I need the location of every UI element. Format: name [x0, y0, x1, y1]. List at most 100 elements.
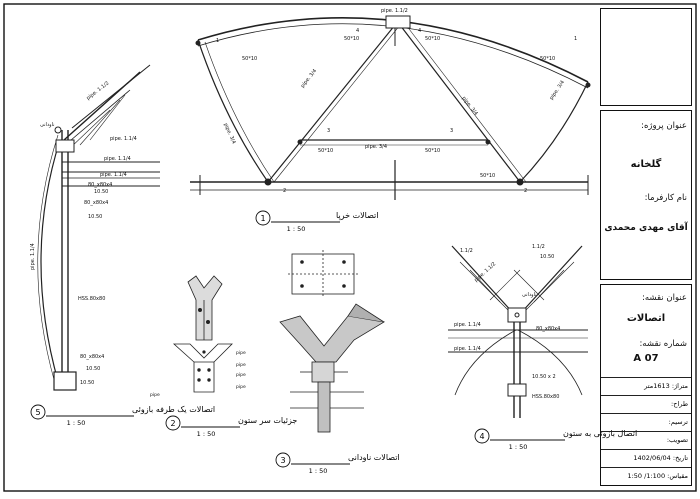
arm-plate-label: 80_x80x4 [84, 200, 108, 206]
truss-bolt-label: 4 [418, 28, 421, 34]
detail-number: 3 [280, 456, 285, 465]
truss-diag-pipe-label: pipe. 3/4 [300, 68, 318, 89]
arm-plate-label: 10.50 [94, 189, 108, 195]
caption-detail-2: 2 جزئیات سر ستون 1 : 50 [165, 415, 297, 438]
date-row: تاریخ: 1402/06/04 [601, 449, 691, 467]
detail-scale: 1 : 50 [287, 225, 306, 233]
scale-value: 1:100/ 1:50 [627, 472, 666, 480]
title-block: عنوان پروژه: گلخانه نام کارفرما: آقای مه… [600, 8, 692, 488]
caption-detail-1: 1 اتصالات خرپا 1 : 50 [255, 210, 378, 233]
title-block-project: عنوان پروژه: گلخانه نام کارفرما: آقای مه… [600, 110, 692, 280]
caption-detail-3: 3 اتصالات ناودانی 1 : 50 [275, 452, 400, 475]
truss-top-pipe-label: pipe. 1.1/2 [381, 8, 408, 14]
title-block-logo-area [600, 8, 692, 106]
sheet-number: A 07 [633, 353, 659, 364]
column-arm-labels: 1.1/2 1.1/2 10.50 pipe. 1.1/2 pipe. 1.1/… [454, 244, 560, 400]
truss-diag-pipe-label: pipe. 3/4 [549, 79, 566, 101]
drafter-label: ترسیم: [668, 418, 688, 426]
detail-scale: 1 : 50 [197, 430, 216, 438]
truss-bolt-label: 1 [216, 38, 219, 44]
arm-main-pipe-label: pipe. 1.1/4 [30, 243, 36, 270]
project-title-label: عنوان پروژه: [641, 121, 687, 131]
arm-detail [37, 64, 160, 391]
truss-plate-label: 50*10 [318, 148, 333, 154]
arm-pipe-label: pipe. 1.1/4 [100, 172, 127, 178]
col-hss-label: HSS.80x80 [532, 394, 559, 400]
col-pipe-label: pipe. 1.1/4 [454, 346, 481, 352]
detail-title: اتصالات یک طرفه بازوئی [132, 405, 215, 414]
truss-bottom-pipe-label: pipe. 3/4 [365, 144, 387, 150]
svg-text:pipe: pipe [236, 372, 246, 378]
col-plate-label: 1.1/2 [460, 248, 473, 254]
project-name: گلخانه [630, 159, 662, 170]
sheet-title: اتصالات [626, 313, 666, 324]
column-head-detail [172, 275, 233, 393]
truss-bolt-label: 1 [574, 36, 577, 42]
designer-label: طراح: [671, 400, 688, 408]
approval-row: تصویب: [601, 431, 691, 449]
date-value: 1402/06/04 [633, 454, 671, 462]
drafter-row: ترسیم: [601, 413, 691, 431]
detail-number: 4 [479, 432, 484, 441]
column-arm-detail [448, 245, 588, 418]
svg-text:pipe: pipe [150, 392, 160, 398]
truss-plate-label: 50*10 [480, 173, 495, 179]
client-name: آقای مهدی محمدی [604, 223, 688, 233]
scale-row: مقیاس: 1:100/ 1:50 [601, 467, 691, 485]
col-plate-label: 1.1/2 [532, 244, 545, 250]
gutter-detail [279, 250, 386, 433]
col-plate-label: 10.50 x 2 [532, 374, 556, 380]
truss-bolt-label: 2 [524, 188, 527, 194]
sheet-border [3, 3, 697, 492]
truss-plate-label: 50*10 [540, 56, 555, 62]
truss-plate-label: 50*10 [242, 56, 257, 62]
arm-plate-label: 10.50 [88, 214, 102, 220]
title-block-sheet: عنوان نقشه: اتصالات شماره نقشه: A 07 متر… [600, 284, 692, 486]
detail-number: 5 [35, 408, 40, 417]
arm-plate-label: 80_x80x4 [80, 354, 104, 360]
truss-labels: pipe. 1.1/2 pipe. 3/4 50*10 50*10 50*10 … [216, 8, 577, 194]
column-head-labels: pipe pipe pipe pipe pipe [150, 350, 246, 398]
col-plate-label: 80_x80x4 [536, 326, 560, 332]
truss-bolt-label: 3 [450, 128, 453, 134]
detail-number: 2 [170, 419, 175, 428]
detail-number: 1 [260, 214, 265, 223]
truss-diag-pipe-label: pipe. 3/4 [460, 96, 478, 117]
area-row: متراژ: 1613متر [601, 377, 691, 395]
arm-hss-label: HSS.80x80 [78, 296, 105, 302]
col-plate-label: 10.50 [540, 254, 554, 260]
arm-pipe-label: pipe. 1.1/2 [86, 80, 111, 101]
detail-scale: 1 : 50 [509, 443, 528, 451]
approval-label: تصویب: [666, 436, 688, 444]
area-label: متراژ: [671, 382, 688, 390]
detail-title: اتصالات ناودانی [348, 453, 400, 462]
detail-scale: 1 : 50 [309, 467, 328, 475]
col-pipe-label: pipe. 1.1/4 [454, 322, 481, 328]
truss-bolt-label: 2 [283, 188, 286, 194]
truss-plate-label: 50*10 [425, 148, 440, 154]
truss-bolt-label: 3 [327, 128, 330, 134]
area-value: 1613متر [644, 382, 670, 390]
detail-scale: 1 : 50 [67, 419, 86, 427]
arm-plate-label: 80_x80x4 [88, 182, 112, 188]
date-label: تاریخ: [672, 454, 688, 462]
truss-bolt-label: 4 [356, 28, 359, 34]
arm-plate-label: 10.50 [86, 366, 100, 372]
svg-text:pipe: pipe [236, 362, 246, 368]
arm-plate-label: 10.50 [80, 380, 94, 386]
arm-pipe-label: pipe. 1.1/4 [104, 156, 131, 162]
truss-plate-label: 50*10 [344, 36, 359, 42]
svg-text:pipe: pipe [236, 350, 246, 356]
designer-row: طراح: [601, 395, 691, 413]
col-gutter-label: ناودانی [522, 292, 537, 298]
svg-text:pipe: pipe [236, 384, 246, 390]
truss-detail [190, 15, 591, 200]
caption-detail-5: 5 اتصالات یک طرفه بازوئی 1 : 50 [30, 404, 215, 427]
client-label: نام کارفرما: [644, 193, 687, 203]
sheet-number-label: شماره نقشه: [639, 339, 687, 349]
col-pipe-label: pipe. 1.1/2 [473, 261, 497, 283]
detail-title: جزئیات سر ستون [238, 416, 297, 425]
truss-plate-label: 50*10 [425, 36, 440, 42]
arm-pipe-label: pipe. 1.1/4 [110, 136, 137, 142]
